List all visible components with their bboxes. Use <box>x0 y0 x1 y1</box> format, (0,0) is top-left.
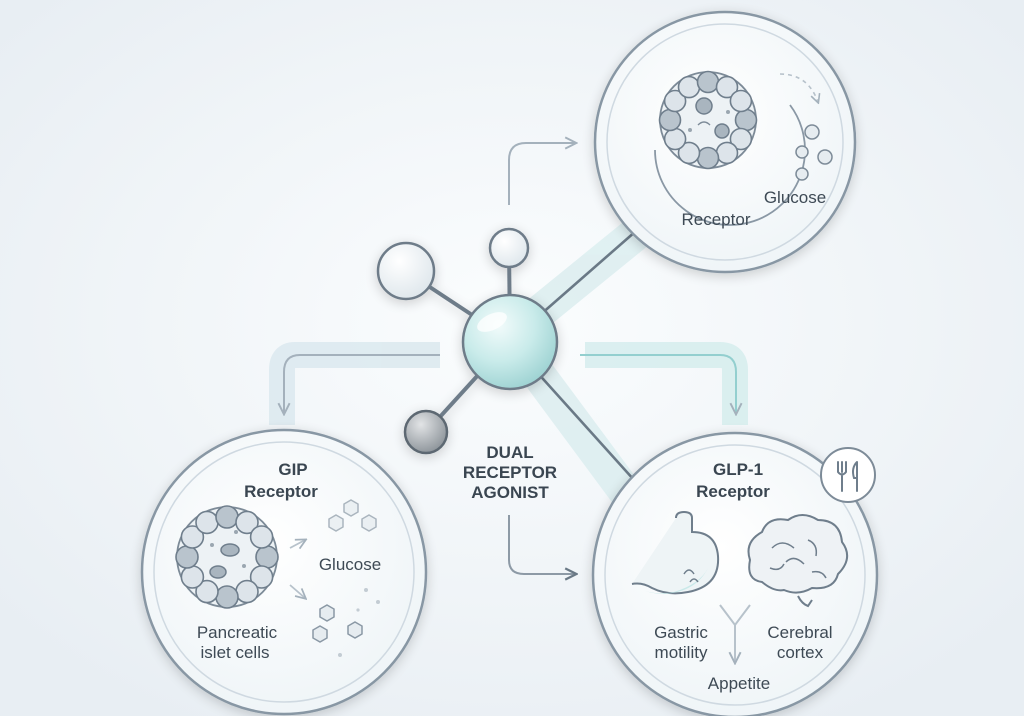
center-label-line-3: AGONIST <box>471 483 549 502</box>
islet-cell <box>215 585 239 609</box>
islet-cell <box>677 75 701 99</box>
islet-cluster-gip <box>175 505 279 609</box>
glp1-brain-line-1: Cerebral <box>767 623 832 642</box>
islet-cell <box>663 89 687 113</box>
arrow-to-glp1-bracket <box>580 354 736 413</box>
gip-glucose-label: Glucose <box>319 555 381 574</box>
top-receptor-label: Receptor <box>682 210 751 229</box>
fork-knife-badge <box>820 447 876 503</box>
glp1-receptor-node: GLP-1 Receptor Gastric motility Cerebral… <box>591 431 879 716</box>
top-receptor-node: Glucose Receptor <box>593 10 857 274</box>
islet-cell <box>180 565 205 589</box>
center-label: DUAL RECEPTOR AGONIST <box>463 443 557 502</box>
arrow-upper-curve <box>508 143 575 205</box>
islet-cell <box>734 108 758 132</box>
gip-cells-line-1: Pancreatic <box>197 623 278 642</box>
center-label-line-1: DUAL <box>486 443 533 462</box>
islet-cell <box>663 127 687 151</box>
islet-cell <box>677 141 701 165</box>
islet-cell <box>696 146 720 170</box>
glp1-title-line-2: Receptor <box>696 482 770 501</box>
islet-cluster-top <box>658 70 758 170</box>
center-label-line-2: RECEPTOR <box>463 463 557 482</box>
islet-cell <box>235 579 259 604</box>
agonist-molecule <box>376 227 559 455</box>
islet-cell <box>715 75 739 99</box>
glucose-hexagons-gip <box>312 499 377 643</box>
fork-knife-icon <box>837 461 858 492</box>
islet-cell <box>715 141 739 165</box>
arrow-to-gip-node <box>284 354 440 413</box>
molecule-core <box>461 293 559 391</box>
islet-cell <box>180 525 205 549</box>
islet-cell <box>195 510 219 535</box>
glp1-appetite-label: Appetite <box>708 674 770 693</box>
top-glucose-label: Glucose <box>764 188 826 207</box>
gip-title-line-2: Receptor <box>244 482 318 501</box>
gip-receptor-node: GIP Receptor Glucose Pancreat <box>140 428 428 716</box>
glucose-particles-top <box>795 124 833 181</box>
islet-cell <box>729 89 753 113</box>
islet-cell <box>195 579 219 604</box>
islet-cell <box>235 510 259 535</box>
molecule-atom-top <box>488 227 530 269</box>
molecule-atom-left <box>376 241 436 301</box>
glp1-stomach-line-2: motility <box>655 643 708 662</box>
islet-cell <box>255 545 279 569</box>
islet-cell <box>175 545 199 569</box>
glp1-brain-line-2: cortex <box>777 643 824 662</box>
gip-title-line-1: GIP <box>278 460 307 479</box>
islet-cell <box>215 505 239 529</box>
arrow-lower-curve <box>508 515 575 574</box>
glp1-stomach-line-1: Gastric <box>654 623 708 642</box>
molecule-atom-grey <box>403 409 449 455</box>
glp1-title-line-1: GLP-1 <box>713 460 763 479</box>
islet-cell <box>696 70 720 94</box>
stomach-icon <box>631 510 720 595</box>
gip-cells-line-2: islet cells <box>201 643 270 662</box>
brain-icon <box>747 514 849 608</box>
islet-cell <box>249 525 274 549</box>
islet-cell <box>249 565 274 589</box>
islet-cell <box>658 108 682 132</box>
islet-cell <box>729 127 753 151</box>
